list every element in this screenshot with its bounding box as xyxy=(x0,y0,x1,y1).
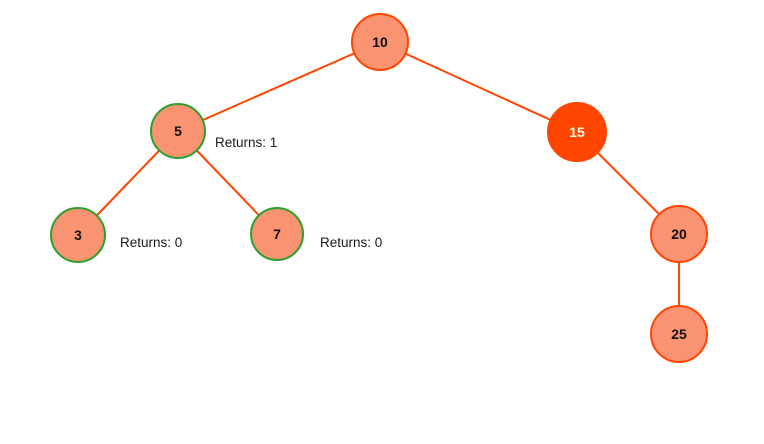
returns-label-n7: Returns: 0 xyxy=(320,235,383,250)
tree-node-15[interactable]: 15 xyxy=(547,102,607,162)
returns-label-n3: Returns: 0 xyxy=(120,235,183,250)
tree-node-5[interactable]: 5 xyxy=(150,103,206,159)
tree-node-10[interactable]: 10 xyxy=(351,13,409,71)
tree-node-label: 15 xyxy=(569,124,585,140)
tree-node-label: 10 xyxy=(372,34,388,50)
tree-node-7[interactable]: 7 xyxy=(250,207,304,261)
tree-node-25[interactable]: 25 xyxy=(650,305,708,363)
tree-node-label: 3 xyxy=(74,227,82,243)
tree-node-label: 20 xyxy=(671,226,687,242)
returns-label-n5: Returns: 1 xyxy=(215,135,278,150)
tree-node-3[interactable]: 3 xyxy=(50,207,106,263)
tree-node-20[interactable]: 20 xyxy=(650,205,708,263)
tree-node-label: 25 xyxy=(671,326,687,342)
tree-edge xyxy=(379,41,578,133)
tree-node-label: 7 xyxy=(273,226,281,242)
tree-edge xyxy=(177,41,381,132)
tree-node-label: 5 xyxy=(174,123,182,139)
